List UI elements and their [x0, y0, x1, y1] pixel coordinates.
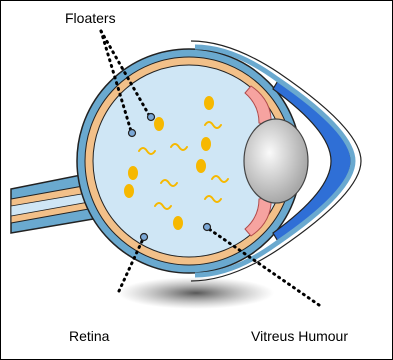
pointer-dot [129, 130, 136, 137]
floater-dot [128, 166, 138, 180]
lens [244, 119, 308, 203]
pointer-dot [204, 224, 211, 231]
eye-shadow [118, 277, 274, 309]
pointer-dot [141, 234, 148, 241]
floater-dot [201, 137, 211, 151]
vitreous-label: Vitreus Humour [251, 328, 348, 344]
floaters-label: Floaters [65, 10, 116, 26]
floater-dot [124, 184, 134, 198]
floater-dot [204, 96, 214, 110]
floater-dot [173, 216, 183, 230]
retina-label: Retina [69, 328, 110, 344]
floater-dot [154, 117, 164, 131]
floater-dot [196, 159, 206, 173]
pointer-dot [148, 114, 155, 121]
